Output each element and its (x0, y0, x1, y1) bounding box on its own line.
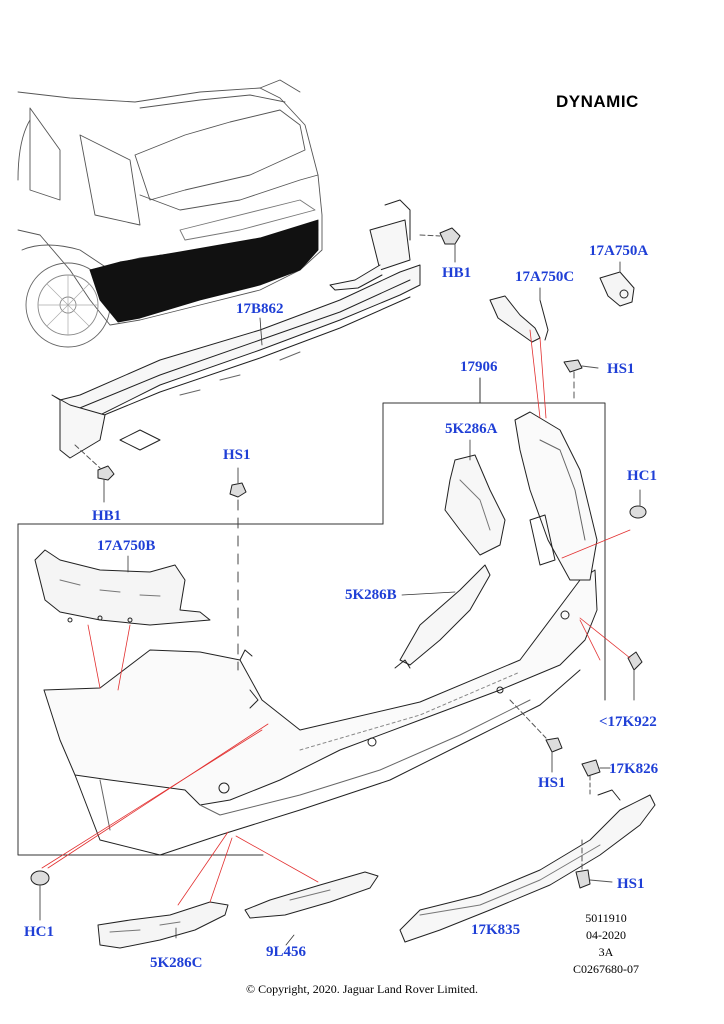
label-17k826: 17K826 (609, 761, 659, 777)
fastener-hs1-top (563, 359, 599, 401)
label-17b862: 17B862 (236, 301, 284, 317)
label-hb1-left: HB1 (92, 508, 122, 524)
vehicle-illustration (17, 79, 323, 348)
label-17k922: <17K922 (599, 714, 657, 730)
reference-revision: 3A (598, 945, 614, 959)
leader-lines (127, 317, 471, 946)
copyright-notice: © Copyright, 2020. Jaguar Land Rover Lim… (245, 982, 479, 996)
bumper-side-bracket (514, 411, 598, 581)
reflector-9l456 (244, 871, 379, 919)
reference-code: C0267680-07 (573, 962, 639, 976)
label-hb1-top: HB1 (442, 265, 472, 281)
reinforcement-beam (51, 199, 421, 459)
bracket-17a750c (489, 287, 549, 343)
label-hc1-left: HC1 (24, 924, 54, 940)
reference-date: 04-2020 (586, 928, 626, 942)
reference-number: 5011910 (585, 911, 627, 925)
diagram-reference-block: 5011910 04-2020 3A C0267680-07 (566, 910, 646, 978)
label-17a750c: 17A750C (515, 269, 575, 285)
bracket-17a750b (34, 549, 211, 626)
label-5k286b: 5K286B (345, 587, 397, 603)
label-5k286a: 5K286A (445, 421, 498, 437)
vehicle-rear-bumper-highlight (89, 219, 319, 323)
cap-hc1-left (30, 870, 50, 921)
label-17a750a: 17A750A (589, 243, 649, 259)
fastener-hs1-mid (229, 467, 247, 671)
underpanel-17k835 (399, 789, 656, 943)
fastener-hs1-right (575, 839, 613, 889)
bolt-hb1-top (419, 227, 461, 263)
bracket-5k286c (97, 901, 229, 949)
label-hs1-low: HS1 (538, 775, 566, 791)
variant-title: DYNAMIC (556, 92, 639, 111)
label-5k286c: 5K286C (150, 955, 203, 971)
bolt-hb1-left (74, 444, 115, 503)
label-hc1-right: HC1 (627, 468, 657, 484)
label-hs1-mid: HS1 (223, 447, 251, 463)
bracket-17a750a (599, 261, 635, 307)
trim-5k286b (394, 564, 491, 669)
label-17k835: 17K835 (471, 922, 521, 938)
label-hs1-top: HS1 (607, 361, 635, 377)
label-17906: 17906 (460, 359, 498, 375)
shield-5k286a (444, 454, 506, 556)
cap-hc1-right (629, 489, 647, 519)
clip-17k922 (627, 651, 643, 701)
label-9l456: 9L456 (266, 944, 307, 960)
bumper-cover (43, 569, 598, 856)
fastener-hs1-low (509, 699, 563, 773)
red-leader-lines (41, 329, 631, 906)
label-hs1-right: HS1 (617, 876, 645, 892)
clip-17k826 (581, 759, 611, 795)
assembly-frame (17, 377, 606, 856)
label-17a750b: 17A750B (97, 538, 156, 554)
